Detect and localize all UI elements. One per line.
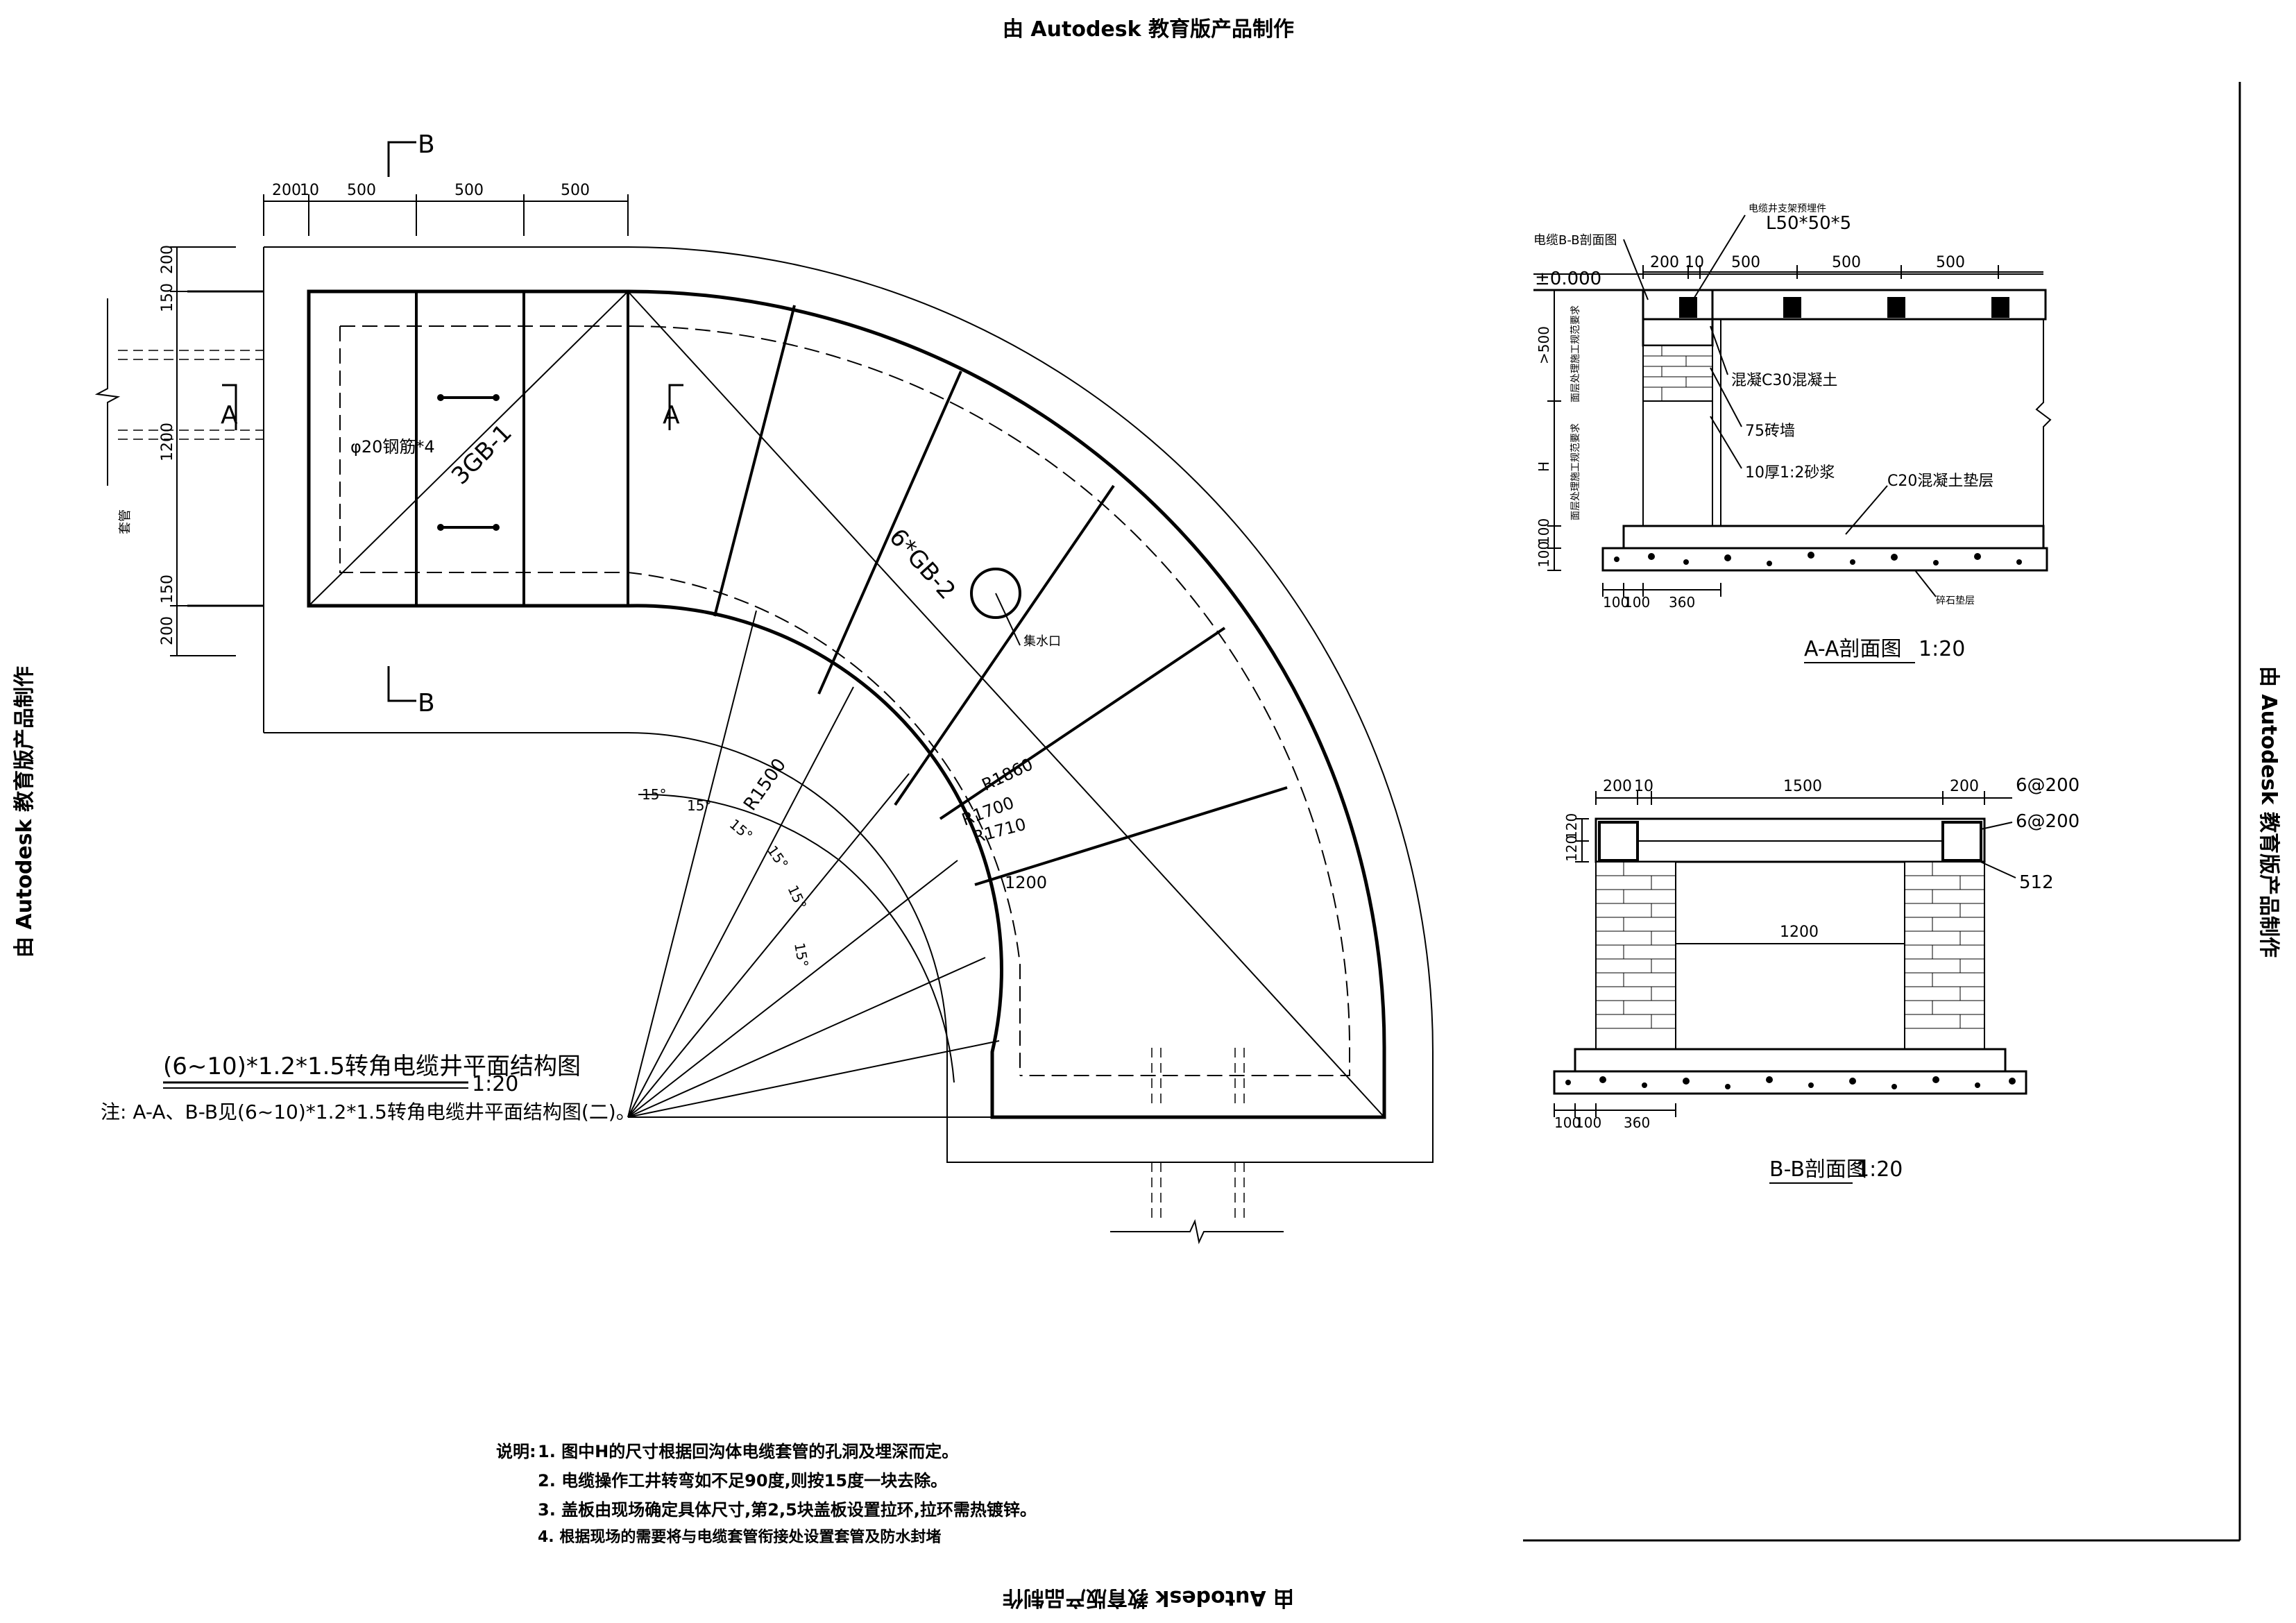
angle-15-f: 15° xyxy=(791,942,812,969)
radius-r1860: R1860 xyxy=(979,754,1036,794)
plan-dim-500c: 500 xyxy=(561,182,590,199)
bb-scale: 1:20 xyxy=(1856,1157,1903,1182)
aa-concrete: 混凝C30混凝土 xyxy=(1731,372,1837,389)
watermark-left: 由 Autodesk 教育版产品制作 xyxy=(12,666,37,958)
aa-side2: 面层处理施工规范要求 xyxy=(1570,423,1581,520)
bb-dim-200b: 200 xyxy=(1950,778,1979,795)
aa-dim-500a: 500 xyxy=(1731,254,1760,271)
aa-dim-b-100b: 100 xyxy=(1624,594,1650,611)
plan-dim-500a: 500 xyxy=(347,182,376,199)
bb-item-512: 512 xyxy=(2019,872,2054,893)
section-mark-b-top: B xyxy=(418,130,435,159)
aa-dim-500c: 500 xyxy=(1936,254,1965,271)
plan-left-dim-150a: 150 xyxy=(159,283,176,312)
section-mark-b-bottom: B xyxy=(418,689,435,717)
inner-dim-1200: 1200 xyxy=(1005,873,1047,892)
plan-dim-500b: 500 xyxy=(454,182,484,199)
aa-dim-500b: 500 xyxy=(1832,254,1861,271)
plan-note: 注: A-A、B-B见(6~10)*1.2*1.5转角电缆井平面结构图(二)。 xyxy=(101,1101,636,1123)
watermark-right: 由 Autodesk 教育版产品制作 xyxy=(2256,666,2281,958)
cover-label-3gb1: 3GB-1 xyxy=(446,419,518,491)
bb-title: B-B剖面图 xyxy=(1769,1157,1867,1182)
watermark-top: 由 Autodesk 教育版产品制作 xyxy=(1003,17,1294,42)
aa-angle-steel: L50*50*5 xyxy=(1766,213,1851,234)
plan-scale: 1:20 xyxy=(472,1072,518,1096)
plan-dim-200: 200 xyxy=(272,182,301,199)
notes-item-3: 3. 盖板由现场确定具体尺寸,第2,5块盖板设置拉环,拉环需热镀锌。 xyxy=(538,1500,1037,1520)
aa-dim-left-100a: 100 xyxy=(1536,518,1552,545)
aa-wall: 75砖墙 xyxy=(1745,423,1795,440)
aa-mortar: 10厚1:2砂浆 xyxy=(1745,464,1835,482)
plan-view xyxy=(94,141,1434,1245)
drain-label: 集水口 xyxy=(1023,634,1061,649)
aa-dim-10: 10 xyxy=(1685,254,1704,271)
bb-dim-b-360: 360 xyxy=(1624,1114,1650,1131)
plan-left-dim-200a: 200 xyxy=(159,245,176,274)
bb-rebar1: 6@200 xyxy=(2016,775,2080,796)
aa-side1: 面层处理施工规范要求 xyxy=(1570,305,1581,402)
pipe-label: 套管 xyxy=(118,509,133,534)
section-bb-view xyxy=(1553,791,2027,1117)
watermark-bottom: 由 Autodesk 教育版产品制作 xyxy=(1003,1586,1294,1610)
aa-base: C20混凝土垫层 xyxy=(1887,473,1993,490)
section-aa-view xyxy=(1533,214,2052,597)
notes-prefix: 说明: xyxy=(496,1442,536,1461)
plan-dim-10: 10 xyxy=(300,182,319,199)
plan-left-dim-150b: 150 xyxy=(159,575,176,604)
aa-note1: 电缆井支架预埋件 xyxy=(1749,203,1826,214)
aa-dim-left-500: >500 xyxy=(1536,326,1552,364)
angle-15-d: 15° xyxy=(764,842,792,872)
drain-circle xyxy=(970,568,1021,619)
bb-dim-120a: 120 xyxy=(1563,813,1580,840)
bb-dim-10: 10 xyxy=(1634,778,1653,795)
aa-dim-b-100a: 100 xyxy=(1603,594,1629,611)
rebar-label: φ20钢筋*4 xyxy=(350,437,435,457)
aa-level: ±0.000 xyxy=(1535,269,1601,289)
aa-scale: 1:20 xyxy=(1919,637,1965,661)
aa-title: A-A剖面图 xyxy=(1804,637,1902,661)
cover-label-6gb2: 6*GB-2 xyxy=(883,523,961,605)
bb-dim-200a: 200 xyxy=(1603,778,1632,795)
bb-dim-b-100a: 100 xyxy=(1554,1114,1581,1131)
angle-15-e: 15° xyxy=(784,883,810,912)
angle-15-a: 15° xyxy=(642,786,666,803)
aa-dim-left-h: H xyxy=(1536,461,1552,472)
angle-15-b: 15° xyxy=(687,797,711,814)
angle-15-c: 15° xyxy=(726,815,756,844)
notes-item-2: 2. 电缆操作工井转弯如不足90度,则按15度一块去除。 xyxy=(538,1471,947,1490)
bb-rebar2: 6@200 xyxy=(2016,811,2080,832)
section-mark-a-left: A xyxy=(221,401,238,430)
aa-dim-b-360: 360 xyxy=(1669,594,1695,611)
aa-dim-200: 200 xyxy=(1650,254,1679,271)
bb-dim-1500: 1500 xyxy=(1783,778,1822,795)
aa-gravel: 碎石垫层 xyxy=(1936,595,1975,606)
section-mark-a-right: A xyxy=(663,401,680,430)
bb-inner-width: 1200 xyxy=(1780,924,1819,941)
notes-item-4: 4. 根据现场的需要将与电缆套管衔接处设置套管及防水封堵 xyxy=(538,1528,941,1546)
aa-dim-left-100b: 100 xyxy=(1536,541,1552,568)
plan-left-dim-1200: 1200 xyxy=(159,423,176,461)
notes-item-1: 1. 图中H的尺寸根据回沟体电缆套管的孔洞及埋深而定。 xyxy=(538,1442,958,1461)
plan-title: (6~10)*1.2*1.5转角电缆井平面结构图 xyxy=(163,1053,581,1080)
bb-dim-120b: 120 xyxy=(1563,835,1580,862)
aa-ref: 电缆B-B剖面图 xyxy=(1533,233,1617,248)
bb-dim-b-100b: 100 xyxy=(1575,1114,1601,1131)
plan-left-dim-200b: 200 xyxy=(159,616,176,645)
